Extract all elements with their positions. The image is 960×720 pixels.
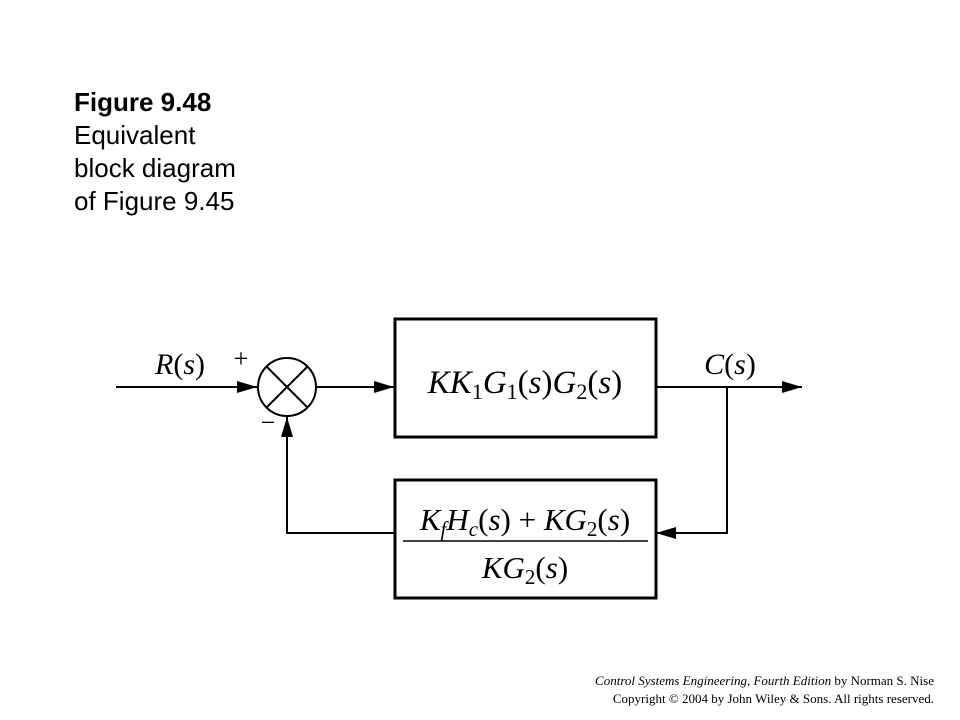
forward-block-label: KK1G1(s)G2(s) (427, 365, 622, 404)
caption-line-1: Equivalent (74, 120, 196, 150)
figure-caption: Figure 9.48 Equivalent block diagram of … (74, 86, 236, 218)
copyright-footer: Control Systems Engineering, Fourth Edit… (595, 672, 934, 708)
book-author: by Norman S. Nise (831, 673, 934, 688)
forward-block (393, 317, 658, 439)
book-title: Control Systems Engineering, Fourth Edit… (595, 673, 832, 688)
figure-number: Figure 9.48 (74, 87, 212, 117)
copyright-line: Copyright © 2004 by John Wiley & Sons. A… (612, 691, 934, 706)
feedback-pickoff-line (656, 387, 728, 539)
feedback-denominator: KG2(s) (481, 550, 568, 589)
book-credit: Control Systems Engineering, Fourth Edit… (595, 672, 934, 690)
input-label: R(s) (154, 348, 205, 381)
feedback-numerator: KfHc(s) + KG2(s) (419, 502, 630, 541)
minus-sign: − (261, 408, 276, 437)
caption-line-3: of Figure 9.45 (74, 186, 235, 216)
summing-junction (257, 357, 317, 417)
plus-sign: + (234, 344, 249, 373)
feedback-return-line (281, 417, 395, 534)
feedback-block (393, 478, 658, 600)
output-label: C(s) (704, 348, 756, 381)
caption-line-2: block diagram (74, 153, 236, 183)
